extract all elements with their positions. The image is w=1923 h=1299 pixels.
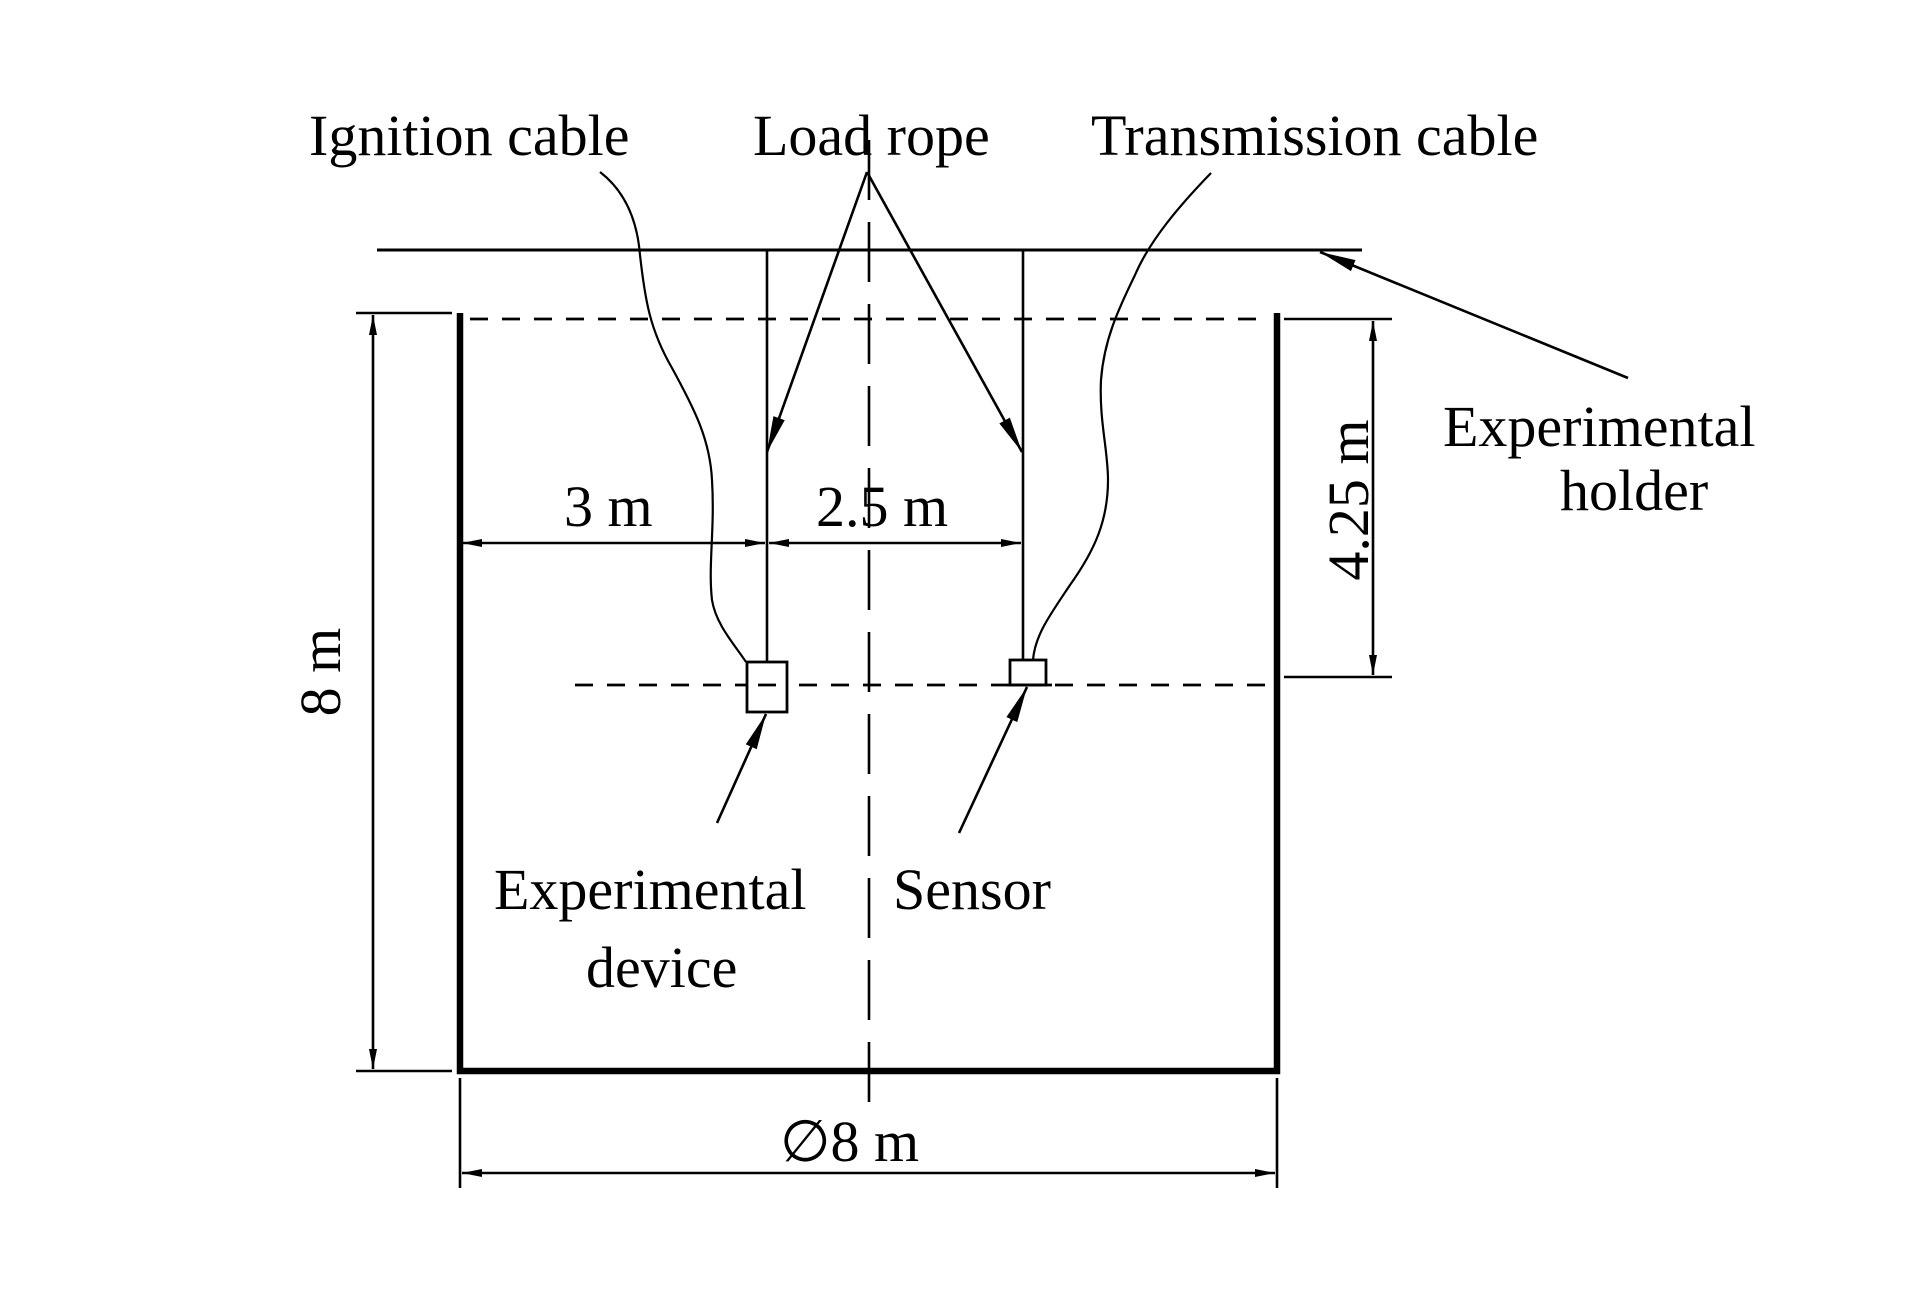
transmission-cable-label: Transmission cable bbox=[1091, 103, 1538, 168]
device-label-line1: Experimental bbox=[494, 857, 806, 922]
dim-label-8m: 8 m bbox=[288, 628, 353, 717]
experimental-device-box bbox=[745, 660, 789, 714]
sensor-label: Sensor bbox=[893, 857, 1051, 922]
load-rope-leader-left bbox=[765, 171, 869, 453]
dim-label-4-25m: 4.25 m bbox=[1316, 419, 1381, 580]
holder-leader-arrow bbox=[1319, 250, 1629, 380]
device-leader-arrow bbox=[715, 713, 768, 824]
transmission-cable bbox=[1031, 172, 1212, 661]
load-rope-leader-right bbox=[865, 171, 1024, 453]
ignition-cable-label: Ignition cable bbox=[309, 103, 630, 168]
tank-outline bbox=[456, 313, 1281, 1075]
sensor-leader-arrow bbox=[957, 686, 1029, 834]
device-label-line2: device bbox=[586, 935, 737, 1000]
dim-label-diameter: ∅8 m bbox=[780, 1109, 919, 1174]
holder-label-line2: holder bbox=[1560, 458, 1708, 523]
dim-label-2-5m: 2.5 m bbox=[816, 474, 948, 539]
holder-label-line1: Experimental bbox=[1443, 394, 1755, 459]
load-rope-label: Load rope bbox=[753, 103, 990, 168]
ignition-cable bbox=[599, 171, 747, 663]
dim-label-3m: 3 m bbox=[564, 474, 653, 539]
sensor-box bbox=[1008, 658, 1048, 687]
